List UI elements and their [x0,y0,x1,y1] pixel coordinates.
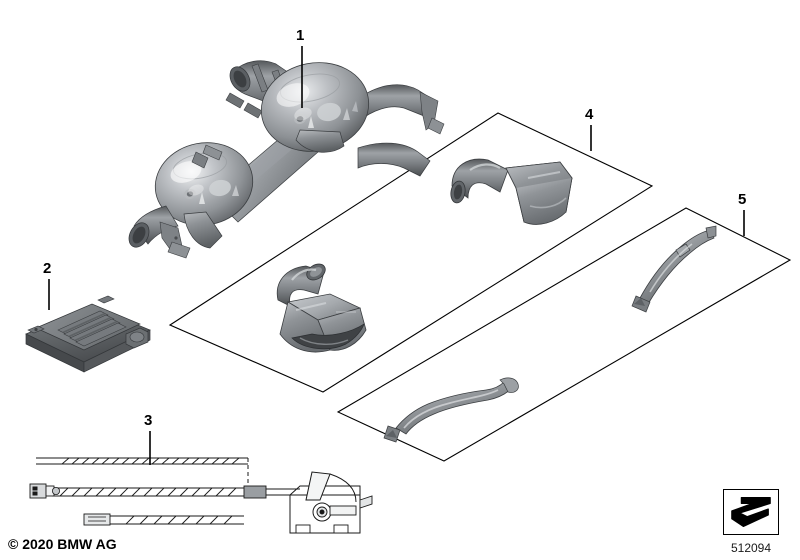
part-bracket-curved [631,225,717,313]
callout-number-4: 4 [585,106,594,123]
copyright-notice: © 2020 BMW AG [8,536,117,552]
group-outline-bracket-set [336,207,792,462]
callout-number-5: 5 [738,191,747,208]
callout-number-3: 3 [144,412,153,429]
part-wiring-harness [29,457,373,534]
part-tailpipe-trim-upper [450,158,573,225]
part-rear-silencer-assembly [128,60,445,259]
orientation-mark-box [723,489,779,535]
bent-arrow-icon [731,496,771,528]
part-control-module [25,295,151,373]
part-bracket-handle [383,377,519,443]
group-outline-tailpipe-trim-set [168,112,654,393]
callout-number-1: 1 [296,27,305,44]
callout-number-2: 2 [43,260,52,277]
part-tailpipe-trim-lower [276,263,367,353]
drawing-number: 512094 [730,541,772,555]
